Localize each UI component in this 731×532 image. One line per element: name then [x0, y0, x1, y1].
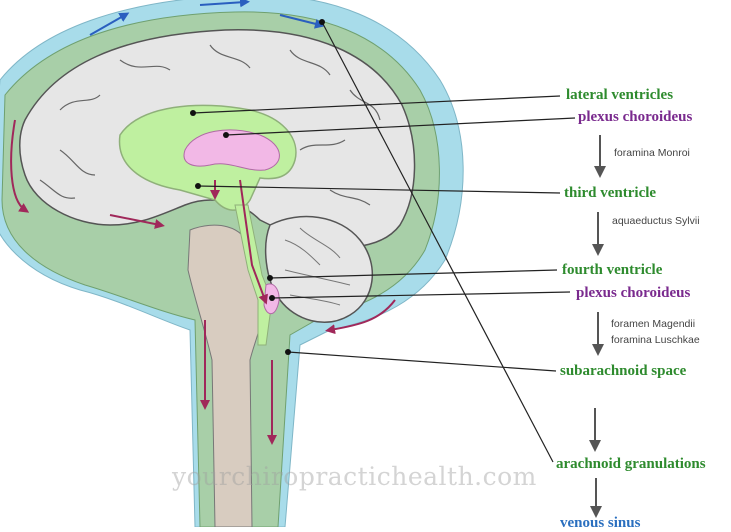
label-lateral-ventricles: lateral ventricles: [566, 87, 674, 103]
csf-flow-arrows: [10, 119, 396, 445]
label-arachnoid-granulations: arachnoid granulations: [556, 456, 706, 472]
label-foramen-magendii: foramen Magendii: [611, 318, 696, 330]
gyri-lines: [39, 44, 381, 206]
leader-dots: [190, 19, 325, 355]
label-plexus-choroideus-1: plexus choroideus: [578, 109, 693, 125]
label-subarachnoid-space: subarachnoid space: [560, 363, 687, 379]
aqueduct-shape: [234, 204, 273, 346]
label-foramina-monroi: foramina Monroi: [614, 147, 690, 159]
label-aquaeductus-sylvii: aquaeductus Sylvii: [612, 215, 700, 227]
label-foramina-luschkae: foramina Luschkae: [611, 334, 700, 346]
venous-flow-arrows: [89, 0, 325, 36]
leader-lines: [192, 21, 576, 463]
label-fourth-ventricle: fourth ventricle: [562, 262, 663, 278]
cerebellum-folia: [284, 227, 351, 306]
label-third-ventricle: third ventricle: [564, 185, 657, 201]
choroid-plexus-lateral: [183, 129, 280, 171]
flow-chart-arrows: [589, 135, 606, 518]
brainstem: [187, 224, 264, 527]
watermark: yourchiropractichealth.com: [172, 462, 537, 491]
label-plexus-choroideus-2: plexus choroideus: [576, 285, 691, 301]
label-venous-sinus: venous sinus: [560, 515, 641, 531]
